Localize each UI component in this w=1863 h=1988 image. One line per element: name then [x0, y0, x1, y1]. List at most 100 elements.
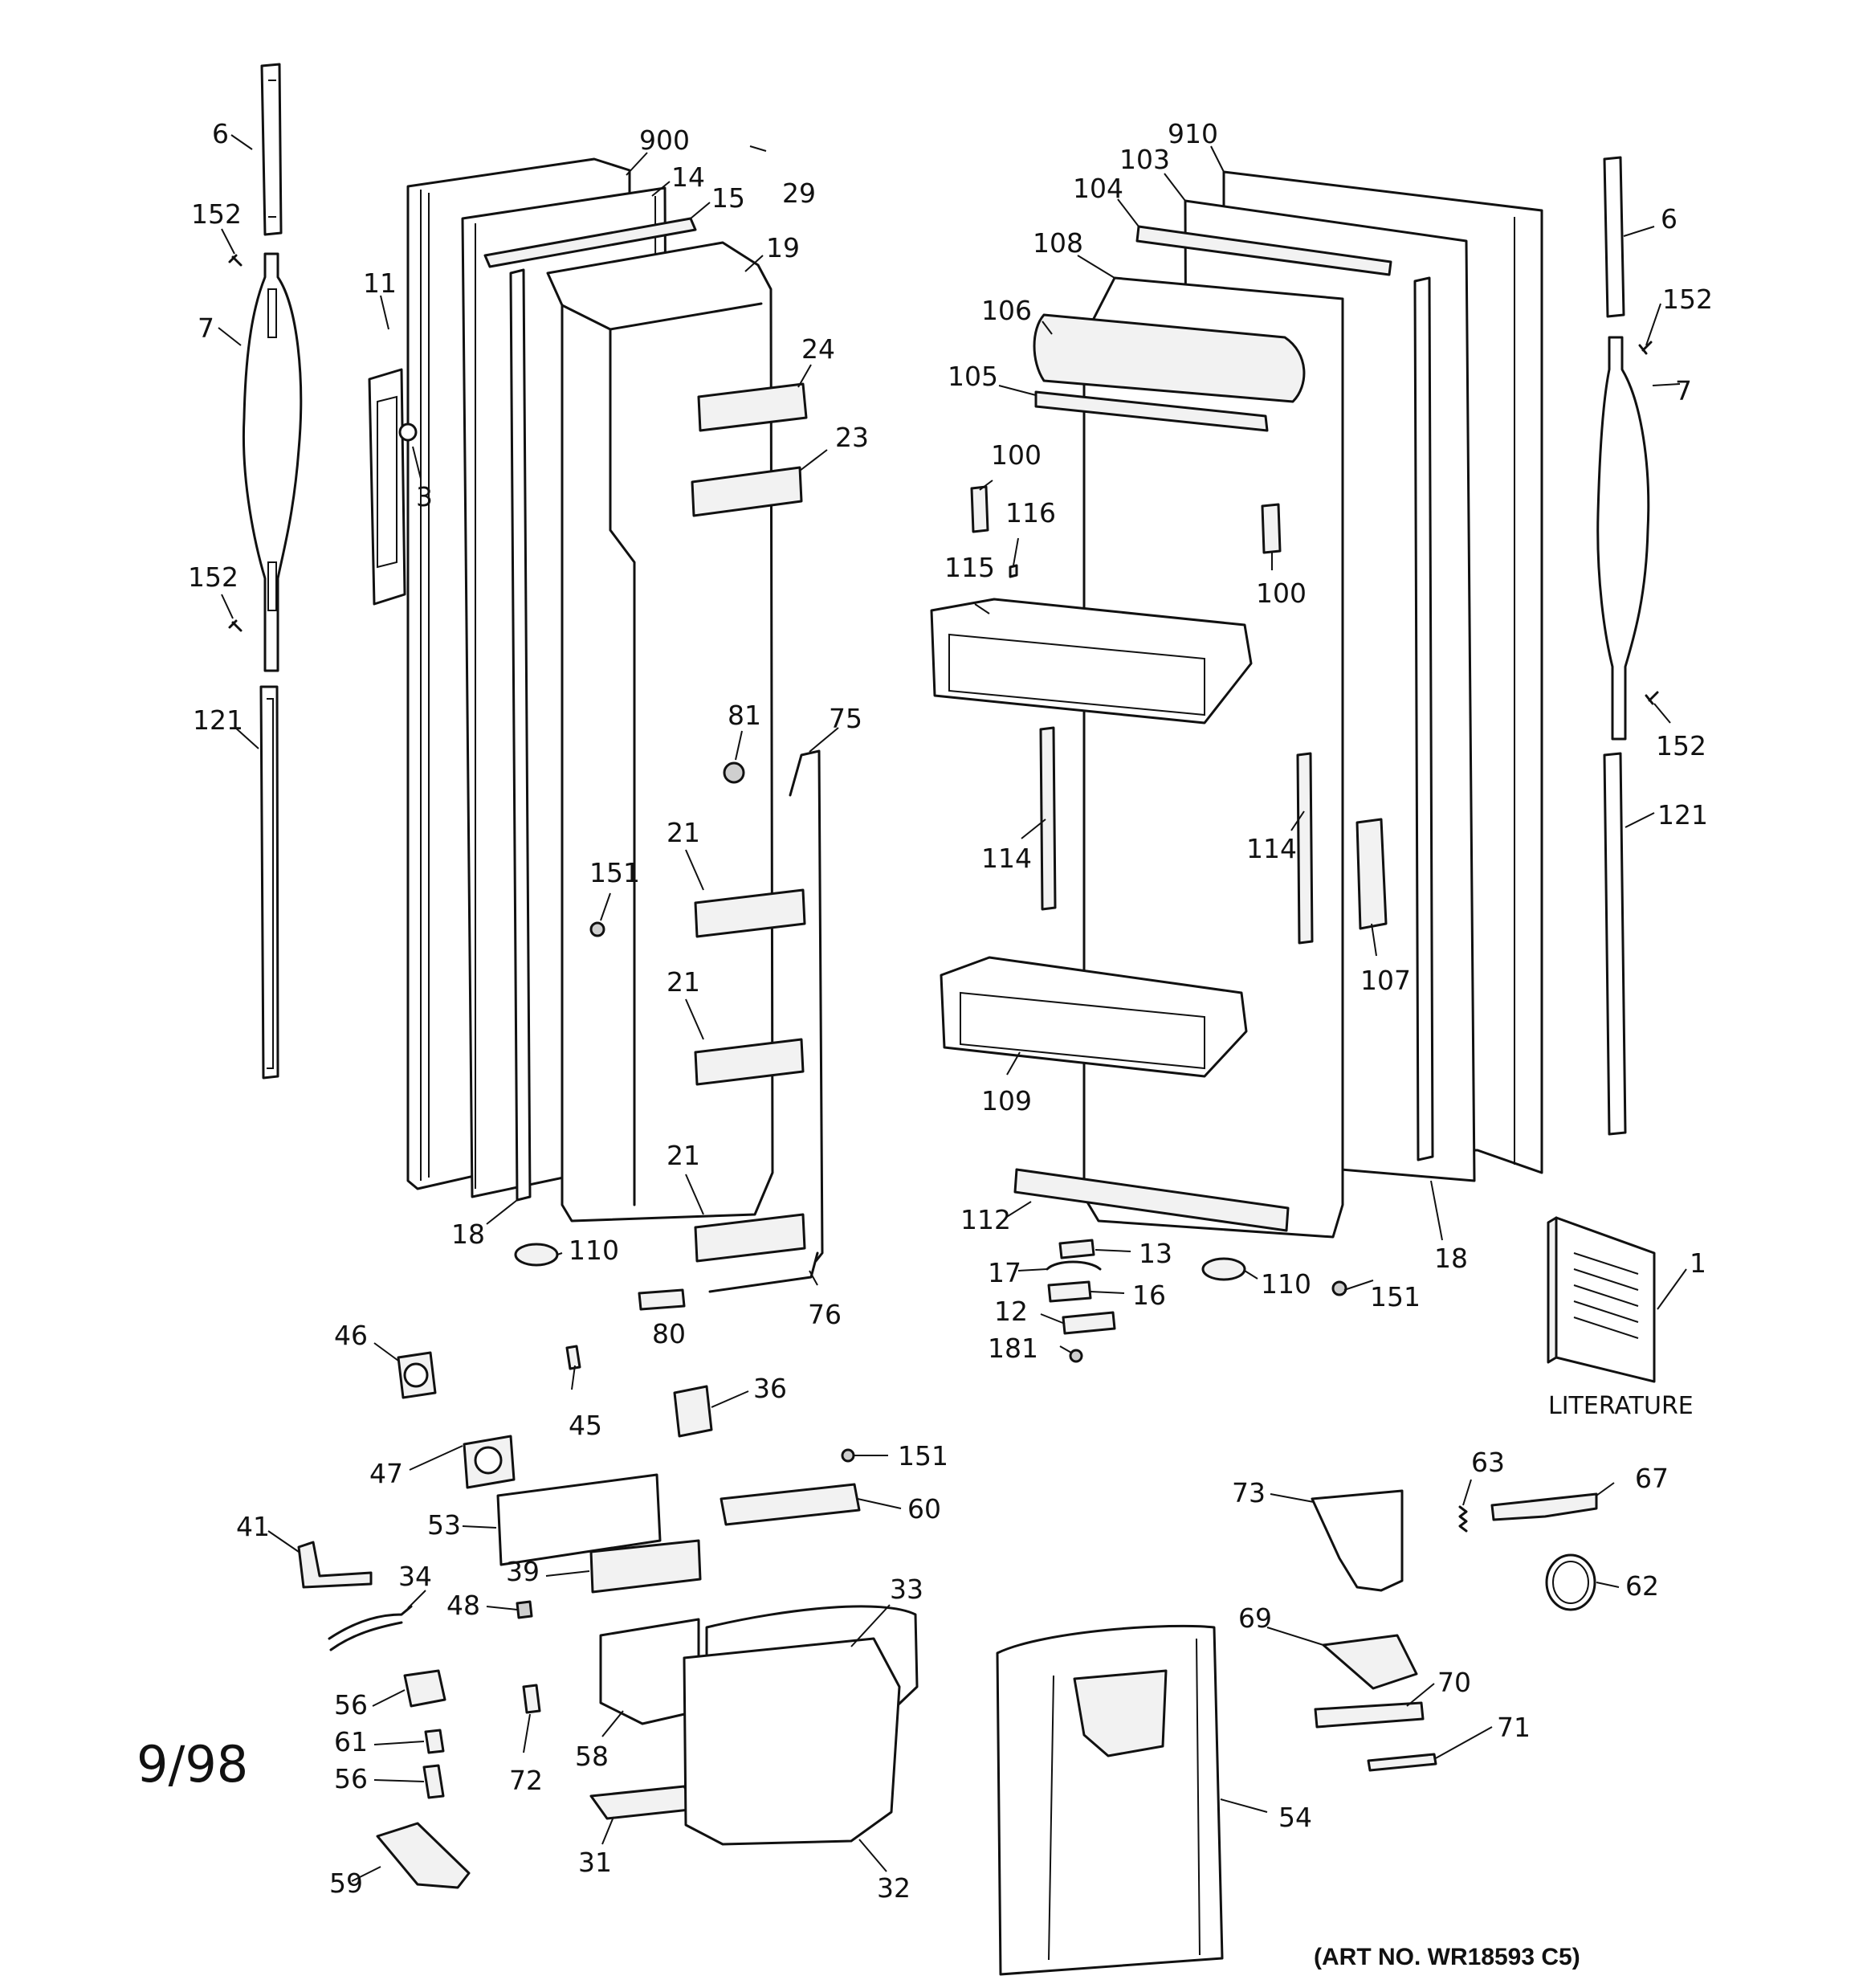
part-152-right-screw-bot	[1645, 691, 1659, 705]
callout-34: 34	[398, 1561, 432, 1592]
callout-116: 116	[1005, 497, 1056, 529]
callout-56-bot: 56	[334, 1763, 368, 1794]
callout-23: 23	[835, 422, 869, 453]
part-1-literature-booklet	[1547, 1216, 1656, 1383]
callout-18-left: 18	[451, 1219, 485, 1250]
callout-24: 24	[801, 333, 835, 365]
callout-121-left: 121	[193, 704, 243, 736]
part-56-light-bulb-bottom	[422, 1764, 445, 1799]
part-53-cover-panel	[496, 1473, 662, 1566]
part-72-switch	[522, 1684, 541, 1714]
part-105-dairy-door-rail	[1034, 390, 1269, 432]
part-34-wire-harness	[328, 1605, 413, 1651]
callout-114-left: 114	[981, 843, 1032, 874]
part-116-clip	[1009, 564, 1018, 578]
callout-108: 108	[1033, 227, 1083, 259]
callout-105: 105	[948, 361, 998, 392]
part-16-hinge-cam	[1047, 1280, 1092, 1303]
callout-33: 33	[890, 1574, 923, 1605]
callout-72: 72	[509, 1765, 543, 1796]
part-61-bulb-holder	[424, 1729, 445, 1754]
callout-900: 900	[639, 125, 690, 156]
part-24-door-shelf-rail	[697, 382, 808, 432]
callout-60: 60	[907, 1493, 941, 1525]
art-number: (ART NO. WR18593 C5)	[1314, 1944, 1580, 1970]
left-handle-assembly	[228, 63, 303, 1080]
part-11-ice-dispenser-bracket	[368, 368, 406, 606]
part-75-water-tube	[789, 749, 824, 1263]
callout-910: 910	[1168, 118, 1218, 149]
part-110-door-stop-right	[1201, 1257, 1246, 1281]
dispenser-chute-parts	[996, 1489, 1598, 1976]
part-18-door-trim-right	[1413, 276, 1434, 1161]
part-152-left-screw-mid	[228, 619, 243, 632]
part-3-screw	[398, 423, 418, 442]
callout-152-left-mid: 152	[188, 561, 238, 593]
part-17-hinge-bushing	[1046, 1260, 1102, 1271]
part-151-screw-right	[1331, 1280, 1347, 1296]
part-32-dispenser-housing	[683, 1637, 901, 1846]
part-21-shelf-rail-bot	[694, 1213, 806, 1263]
part-106-dairy-door	[1033, 313, 1306, 403]
part-121-right-trim	[1603, 752, 1627, 1136]
part-63-spring	[1458, 1505, 1468, 1533]
callout-71: 71	[1497, 1712, 1531, 1743]
right-handle-assembly	[1596, 156, 1659, 1136]
part-21-shelf-rail-top	[694, 888, 806, 938]
callout-59: 59	[329, 1868, 363, 1899]
callout-53: 53	[427, 1509, 461, 1541]
callout-80: 80	[652, 1318, 686, 1349]
callout-58: 58	[575, 1741, 609, 1772]
callout-46: 46	[334, 1320, 368, 1351]
part-23-door-shelf-rail	[691, 466, 803, 517]
callout-16: 16	[1132, 1280, 1166, 1311]
callout-13: 13	[1139, 1238, 1172, 1269]
callout-31: 31	[578, 1847, 612, 1878]
callout-19: 19	[766, 232, 800, 263]
part-100-shelf-support-left	[970, 485, 989, 533]
callout-76: 76	[808, 1299, 842, 1330]
part-76-water-line	[708, 1251, 819, 1293]
part-39-control-board	[589, 1539, 702, 1594]
callout-18-right: 18	[1434, 1243, 1468, 1274]
leader-lines	[218, 134, 1687, 1882]
callout-81: 81	[728, 700, 761, 731]
callout-labels: 6 152 7 152 121 900 14 15 29 19 11 3 24 …	[137, 118, 1713, 1970]
part-6-right-handle-cap	[1603, 156, 1625, 318]
callout-110-right: 110	[1261, 1268, 1311, 1300]
part-73-ice-chute	[1311, 1489, 1404, 1592]
part-152-left-screw	[228, 254, 243, 267]
callout-115: 115	[944, 552, 995, 583]
part-181-hinge-screw	[1069, 1349, 1083, 1363]
callout-7-left: 7	[198, 312, 214, 344]
part-45-clip	[565, 1345, 581, 1370]
callout-152-right-top: 152	[1662, 284, 1713, 315]
callout-36: 36	[753, 1373, 787, 1404]
part-48-grommet	[516, 1600, 533, 1619]
callout-3: 3	[416, 481, 433, 512]
part-151-screw-left	[589, 921, 605, 937]
callout-15: 15	[711, 182, 745, 214]
part-115-door-bin	[930, 598, 1253, 725]
callout-62: 62	[1625, 1570, 1659, 1602]
callout-54: 54	[1278, 1802, 1312, 1833]
callout-21-top: 21	[667, 817, 700, 848]
callout-12: 12	[994, 1296, 1028, 1327]
part-15-door-trim-top	[483, 217, 697, 268]
callout-11: 11	[363, 267, 397, 299]
part-121-left-trim	[259, 685, 279, 1080]
part-152-right-screw-top	[1638, 341, 1653, 355]
part-41-bracket	[297, 1541, 373, 1589]
part-114-shelf-track-right	[1296, 752, 1314, 945]
callout-114-right: 114	[1246, 833, 1297, 864]
callout-48: 48	[446, 1590, 480, 1621]
part-67-bracket	[1490, 1492, 1598, 1521]
part-107-gasket-clip	[1355, 818, 1388, 930]
callout-109: 109	[981, 1085, 1032, 1116]
freezer-door-assembly	[368, 157, 824, 1311]
part-62-seal-ring	[1545, 1553, 1596, 1611]
dispenser-parts	[297, 1345, 919, 1889]
part-59-dispenser-pad	[376, 1822, 471, 1889]
callout-75: 75	[829, 703, 862, 734]
part-7-right-handle	[1596, 336, 1650, 741]
